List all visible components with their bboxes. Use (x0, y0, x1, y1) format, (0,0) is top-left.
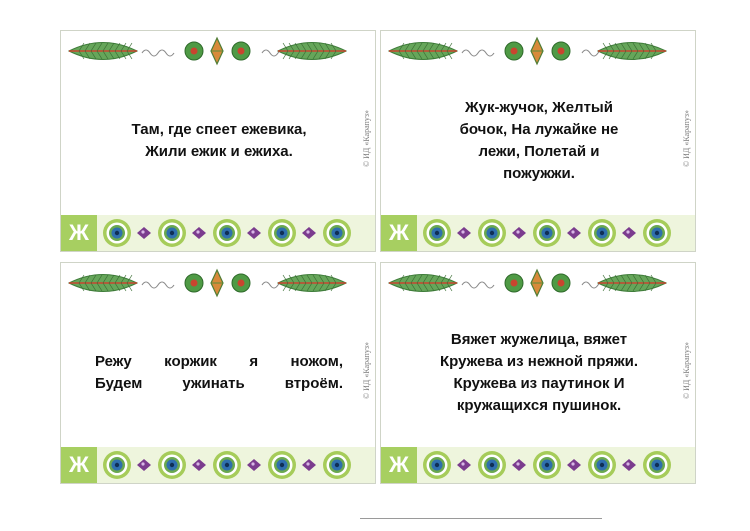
target-circle-icon (588, 451, 616, 479)
round-berry-icon (551, 41, 571, 61)
letter: Ж (389, 452, 409, 477)
footer-band: Ж (61, 447, 375, 483)
target-circle-icon (643, 451, 671, 479)
wavy-line-icon (461, 281, 495, 289)
purple-flower-icon (247, 459, 261, 471)
wavy-line-icon (461, 49, 495, 57)
purple-flower-icon (192, 459, 206, 471)
footer-ornament (103, 451, 351, 479)
publisher-credit: © ИД «Карапуз» (681, 109, 691, 167)
target-circle-icon (533, 219, 561, 247)
purple-flower-icon (622, 227, 636, 239)
card: Режу коржик я ножом, Будем ужинать втроё… (60, 262, 376, 484)
card: Вяжет жужелица, вяжет Кружева из нежной … (380, 262, 696, 484)
purple-flower-icon (192, 227, 206, 239)
round-berry-icon (551, 273, 571, 293)
letter-box: Ж (61, 215, 97, 251)
purple-flower-icon (567, 459, 581, 471)
leaf-icon (387, 42, 459, 60)
purple-flower-icon (567, 227, 581, 239)
purple-flower-icon (457, 227, 471, 239)
purple-flower-icon (622, 459, 636, 471)
purple-flower-icon (137, 459, 151, 471)
target-circle-icon (323, 451, 351, 479)
purple-flower-icon (247, 227, 261, 239)
letter-box: Ж (61, 447, 97, 483)
target-circle-icon (323, 219, 351, 247)
round-berry-icon (231, 41, 251, 61)
letter: Ж (69, 452, 89, 477)
card-text-area: Жук-жучок, Желтый бочок, На лужайке не л… (409, 69, 669, 213)
target-circle-icon (103, 451, 131, 479)
leaf-icon (596, 42, 668, 60)
target-circle-icon (643, 219, 671, 247)
target-circle-icon (423, 219, 451, 247)
target-circle-icon (478, 451, 506, 479)
publisher-credit: © ИД «Карапуз» (681, 341, 691, 399)
target-circle-icon (588, 219, 616, 247)
target-circle-icon (268, 219, 296, 247)
target-circle-icon (213, 219, 241, 247)
target-circle-icon (103, 219, 131, 247)
footer-band: Ж (61, 215, 375, 251)
wavy-line-icon (141, 281, 175, 289)
letter-box: Ж (381, 447, 417, 483)
rhyme-text: Режу коржик я ножом, Будем ужинать втроё… (95, 353, 343, 392)
card-text-area: Вяжет жужелица, вяжет Кружева из нежной … (409, 301, 669, 445)
header-ornament (387, 36, 668, 66)
round-berry-icon (504, 41, 524, 61)
round-berry-icon (231, 273, 251, 293)
footer-band: Ж (381, 215, 695, 251)
round-berry-icon (184, 273, 204, 293)
purple-flower-icon (512, 459, 526, 471)
diamond-icon (210, 268, 224, 298)
target-circle-icon (478, 219, 506, 247)
card: Там, где спеет ежевика, Жили ежик и ежих… (60, 30, 376, 252)
target-circle-icon (158, 451, 186, 479)
purple-flower-icon (302, 227, 316, 239)
round-berry-icon (184, 41, 204, 61)
card-text-area: Режу коржик я ножом, Будем ужинать втроё… (89, 301, 349, 445)
leaf-icon (387, 274, 459, 292)
header-ornament (387, 268, 668, 298)
publisher-credit: © ИД «Карапуз» (361, 109, 371, 167)
rhyme-text: Жук-жучок, Желтый бочок, На лужайке не л… (459, 99, 619, 182)
header-ornament (67, 36, 348, 66)
footer-band: Ж (381, 447, 695, 483)
purple-flower-icon (137, 227, 151, 239)
diamond-icon (530, 268, 544, 298)
purple-flower-icon (457, 459, 471, 471)
footer-ornament (423, 451, 671, 479)
target-circle-icon (423, 451, 451, 479)
leaf-icon (276, 274, 348, 292)
leaf-icon (67, 42, 139, 60)
purple-flower-icon (302, 459, 316, 471)
rhyme-text: Там, где спеет ежевика, Жили ежик и ежих… (131, 121, 307, 160)
letter: Ж (69, 220, 89, 245)
card-text-area: Там, где спеет ежевика, Жили ежик и ежих… (89, 69, 349, 213)
rhyme-text: Вяжет жужелица, вяжет Кружева из нежной … (439, 331, 639, 414)
wavy-line-icon (141, 49, 175, 57)
letter-box: Ж (381, 215, 417, 251)
leaf-icon (276, 42, 348, 60)
card: Жук-жучок, Желтый бочок, На лужайке не л… (380, 30, 696, 252)
diamond-icon (210, 36, 224, 66)
purple-flower-icon (512, 227, 526, 239)
target-circle-icon (158, 219, 186, 247)
divider-line (360, 518, 602, 519)
footer-ornament (103, 219, 351, 247)
round-berry-icon (504, 273, 524, 293)
target-circle-icon (268, 451, 296, 479)
diamond-icon (530, 36, 544, 66)
leaf-icon (596, 274, 668, 292)
target-circle-icon (533, 451, 561, 479)
publisher-credit: © ИД «Карапуз» (361, 341, 371, 399)
letter: Ж (389, 220, 409, 245)
target-circle-icon (213, 451, 241, 479)
footer-ornament (423, 219, 671, 247)
leaf-icon (67, 274, 139, 292)
header-ornament (67, 268, 348, 298)
